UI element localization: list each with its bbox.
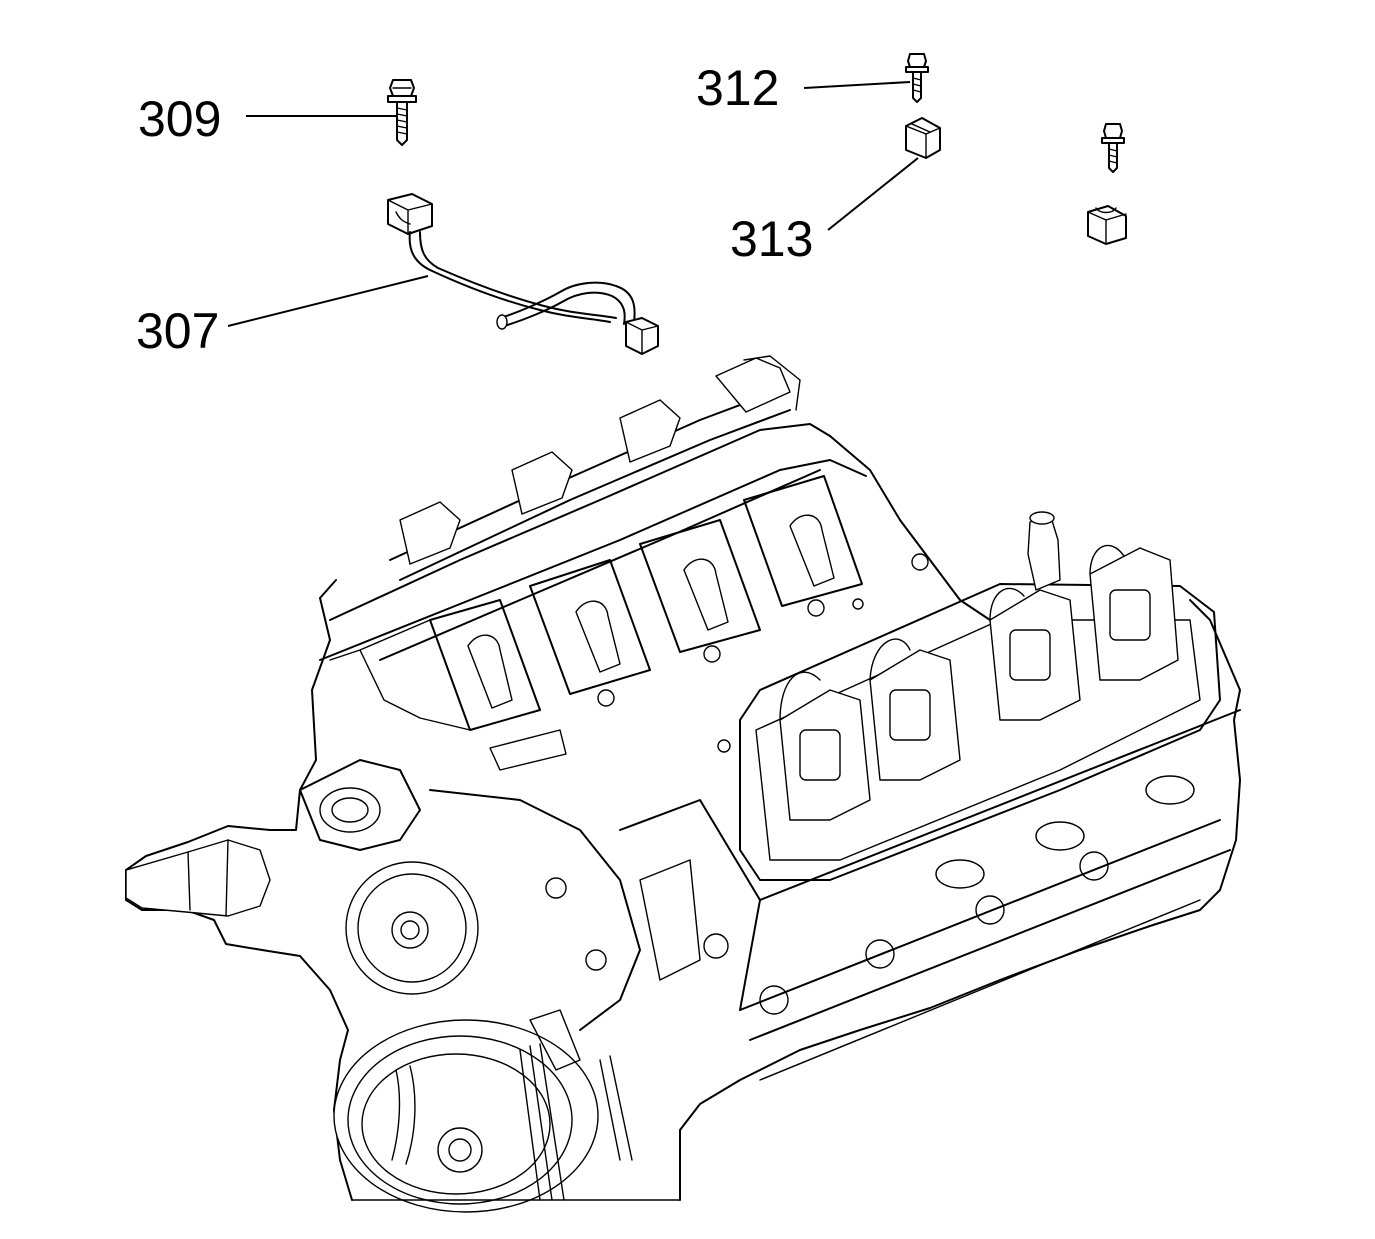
block-face [529, 799, 761, 1161]
manifold-bolts [597, 553, 929, 753]
water-pump-pulley [345, 861, 479, 995]
intake-runners [329, 475, 863, 731]
leader-lines [227, 81, 919, 327]
leader-313 [827, 157, 919, 231]
bolt-312-icon [905, 53, 929, 103]
callout-313: 313 [730, 211, 814, 267]
fuel-rail [389, 355, 801, 581]
crank-balancer [333, 1019, 599, 1213]
water-pump [125, 729, 641, 1031]
cylinder-head-side [739, 709, 1241, 1081]
callout-309: 309 [138, 91, 222, 147]
bolt-309-icon [387, 79, 417, 146]
leader-307 [227, 275, 429, 327]
engine-block [125, 355, 1241, 1213]
valve-cover-right [739, 511, 1221, 881]
bolt-right-icon [1101, 123, 1125, 173]
leader-312 [803, 81, 911, 89]
callout-312: 312 [696, 60, 780, 116]
bracket-313-icon [905, 117, 941, 159]
harness-307-icon [387, 193, 659, 355]
bracket-right-icon [1087, 205, 1127, 245]
callout-307: 307 [136, 303, 220, 359]
